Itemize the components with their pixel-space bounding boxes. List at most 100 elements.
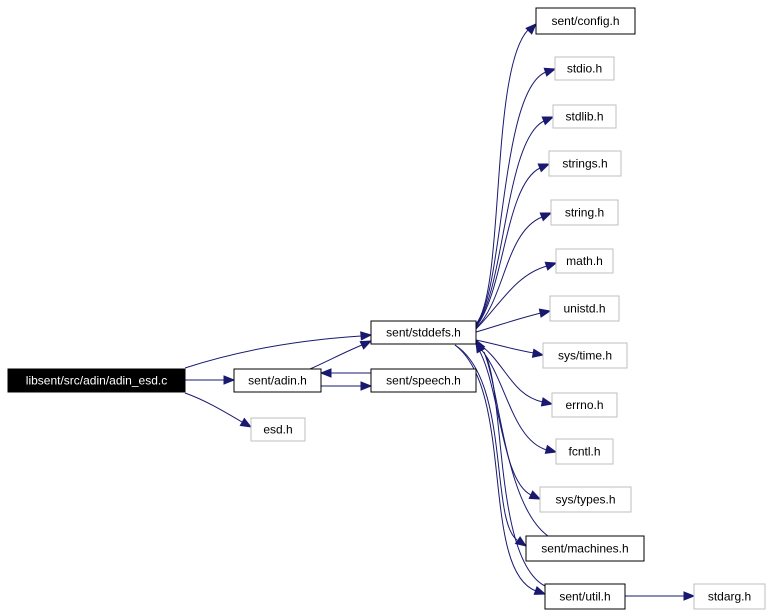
node-label: math.h xyxy=(566,254,603,268)
edge-sent-adin-h-to-sent-speech-h xyxy=(321,381,373,391)
edge-line xyxy=(475,312,542,333)
arrowhead-icon xyxy=(475,340,486,354)
node-label: sent/config.h xyxy=(551,14,619,28)
node-box xyxy=(370,320,477,345)
node-box xyxy=(551,392,618,418)
edge-line xyxy=(454,344,518,541)
arrowhead-icon xyxy=(540,397,554,407)
node-box xyxy=(544,583,626,610)
node-box xyxy=(554,56,615,81)
node-label: sent/util.h xyxy=(559,590,610,604)
arrowhead-icon xyxy=(239,417,253,428)
node-label: stdarg.h xyxy=(708,590,751,604)
edge-sent-stddefs-h-to-sys-types-h xyxy=(475,344,542,500)
node-sent-stddefs-h[interactable]: sent/stddefs.h xyxy=(370,320,477,345)
node-unistd-h[interactable]: unistd.h xyxy=(549,295,620,322)
node-label: unistd.h xyxy=(563,302,605,316)
edge-line xyxy=(475,339,535,354)
edge-sent-util-h-to-stdarg-h xyxy=(625,591,696,601)
node-box xyxy=(555,438,614,465)
arrowhead-icon xyxy=(514,536,528,547)
edge-line xyxy=(485,355,546,587)
node-esd-h[interactable]: esd.h xyxy=(250,417,306,442)
edge-sent-speech-h-to-sent-adin-h xyxy=(319,368,371,378)
node-label: strings.h xyxy=(562,157,607,171)
arrowhead-icon xyxy=(544,261,558,271)
node-math-h[interactable]: math.h xyxy=(555,248,614,274)
arrowhead-icon xyxy=(541,116,555,126)
node-stdio-h[interactable]: stdio.h xyxy=(554,56,615,81)
node-sys-time-h[interactable]: sys/time.h xyxy=(542,342,628,369)
arrowhead-icon xyxy=(360,381,373,391)
node-box xyxy=(542,342,628,369)
edge-line xyxy=(475,341,544,403)
node-sent-util-h[interactable]: sent/util.h xyxy=(544,583,626,610)
arrowhead-icon xyxy=(539,212,553,222)
edge-sent-stddefs-h-to-math-h xyxy=(475,261,558,330)
node-sent-config-h[interactable]: sent/config.h xyxy=(535,7,636,35)
edge-adin-esd-c-to-esd-h xyxy=(184,392,253,428)
edge-sent-adin-h-to-sent-stddefs-h xyxy=(309,340,373,370)
node-sent-machines-h[interactable]: sent/machines.h xyxy=(525,535,645,562)
node-label: fcntl.h xyxy=(568,445,600,459)
edge-sent-stddefs-h-to-sent-machines-h xyxy=(454,344,528,547)
node-sent-adin-h[interactable]: sent/adin.h xyxy=(233,368,322,393)
node-fcntl-h[interactable]: fcntl.h xyxy=(555,438,614,465)
node-box xyxy=(539,486,632,513)
arrowhead-icon xyxy=(543,67,557,77)
node-label: libsent/src/adin/adin_esd.c xyxy=(26,374,167,388)
arrowhead-icon xyxy=(223,375,236,385)
arrowhead-icon xyxy=(533,585,547,595)
arrowhead-icon xyxy=(538,308,552,318)
node-label: stdio.h xyxy=(567,62,602,76)
edge-adin-esd-c-to-sent-adin-h xyxy=(185,375,236,385)
edge-line xyxy=(475,167,541,328)
node-label: sent/machines.h xyxy=(541,542,628,556)
arrowhead-icon xyxy=(528,490,542,500)
edge-line xyxy=(184,392,243,423)
edge-line xyxy=(475,265,548,330)
node-box xyxy=(370,368,477,393)
edge-line xyxy=(475,71,547,326)
node-string-h[interactable]: string.h xyxy=(550,199,619,226)
arrowhead-icon xyxy=(544,444,558,454)
node-stdlib-h[interactable]: stdlib.h xyxy=(552,104,617,129)
node-label: sent/adin.h xyxy=(248,374,307,388)
edge-sent-stddefs-h-to-stdio-h xyxy=(475,67,557,326)
arrowhead-icon xyxy=(525,23,537,35)
arrowhead-icon xyxy=(319,368,332,378)
edge-line xyxy=(475,29,529,325)
edge-sent-stddefs-h-to-strings-h xyxy=(475,163,551,328)
node-box xyxy=(250,417,306,442)
node-label: errno.h xyxy=(565,398,603,412)
node-stdarg-h[interactable]: stdarg.h xyxy=(693,583,766,610)
node-label: sys/types.h xyxy=(555,493,615,507)
node-sent-speech-h[interactable]: sent/speech.h xyxy=(370,368,477,393)
edge-line xyxy=(475,344,532,496)
node-label: sent/speech.h xyxy=(386,374,461,388)
node-box xyxy=(550,199,619,226)
node-box xyxy=(548,150,622,177)
node-label: sys/time.h xyxy=(558,349,612,363)
node-box xyxy=(693,583,766,610)
edge-line xyxy=(309,344,363,370)
node-errno-h[interactable]: errno.h xyxy=(551,392,618,418)
edge-sent-stddefs-h-to-string-h xyxy=(475,212,553,329)
node-box xyxy=(555,248,614,274)
node-sys-types-h[interactable]: sys/types.h xyxy=(539,486,632,513)
node-strings-h[interactable]: strings.h xyxy=(548,150,622,177)
edge-sent-machines-h-to-sent-stddefs-h xyxy=(475,338,549,537)
node-label: stdlib.h xyxy=(565,110,603,124)
node-box xyxy=(525,535,645,562)
edge-sent-stddefs-h-to-sent-config-h xyxy=(475,23,537,325)
edge-line xyxy=(483,351,549,537)
edge-line xyxy=(184,335,362,369)
edges-layer xyxy=(184,23,696,601)
edge-line xyxy=(475,120,545,327)
node-box xyxy=(552,104,617,129)
node-box xyxy=(233,368,322,393)
edge-sent-stddefs-h-to-sys-time-h xyxy=(475,339,545,358)
edge-adin-esd-c-to-sent-stddefs-h xyxy=(184,331,373,369)
node-label: sent/stddefs.h xyxy=(386,326,461,340)
